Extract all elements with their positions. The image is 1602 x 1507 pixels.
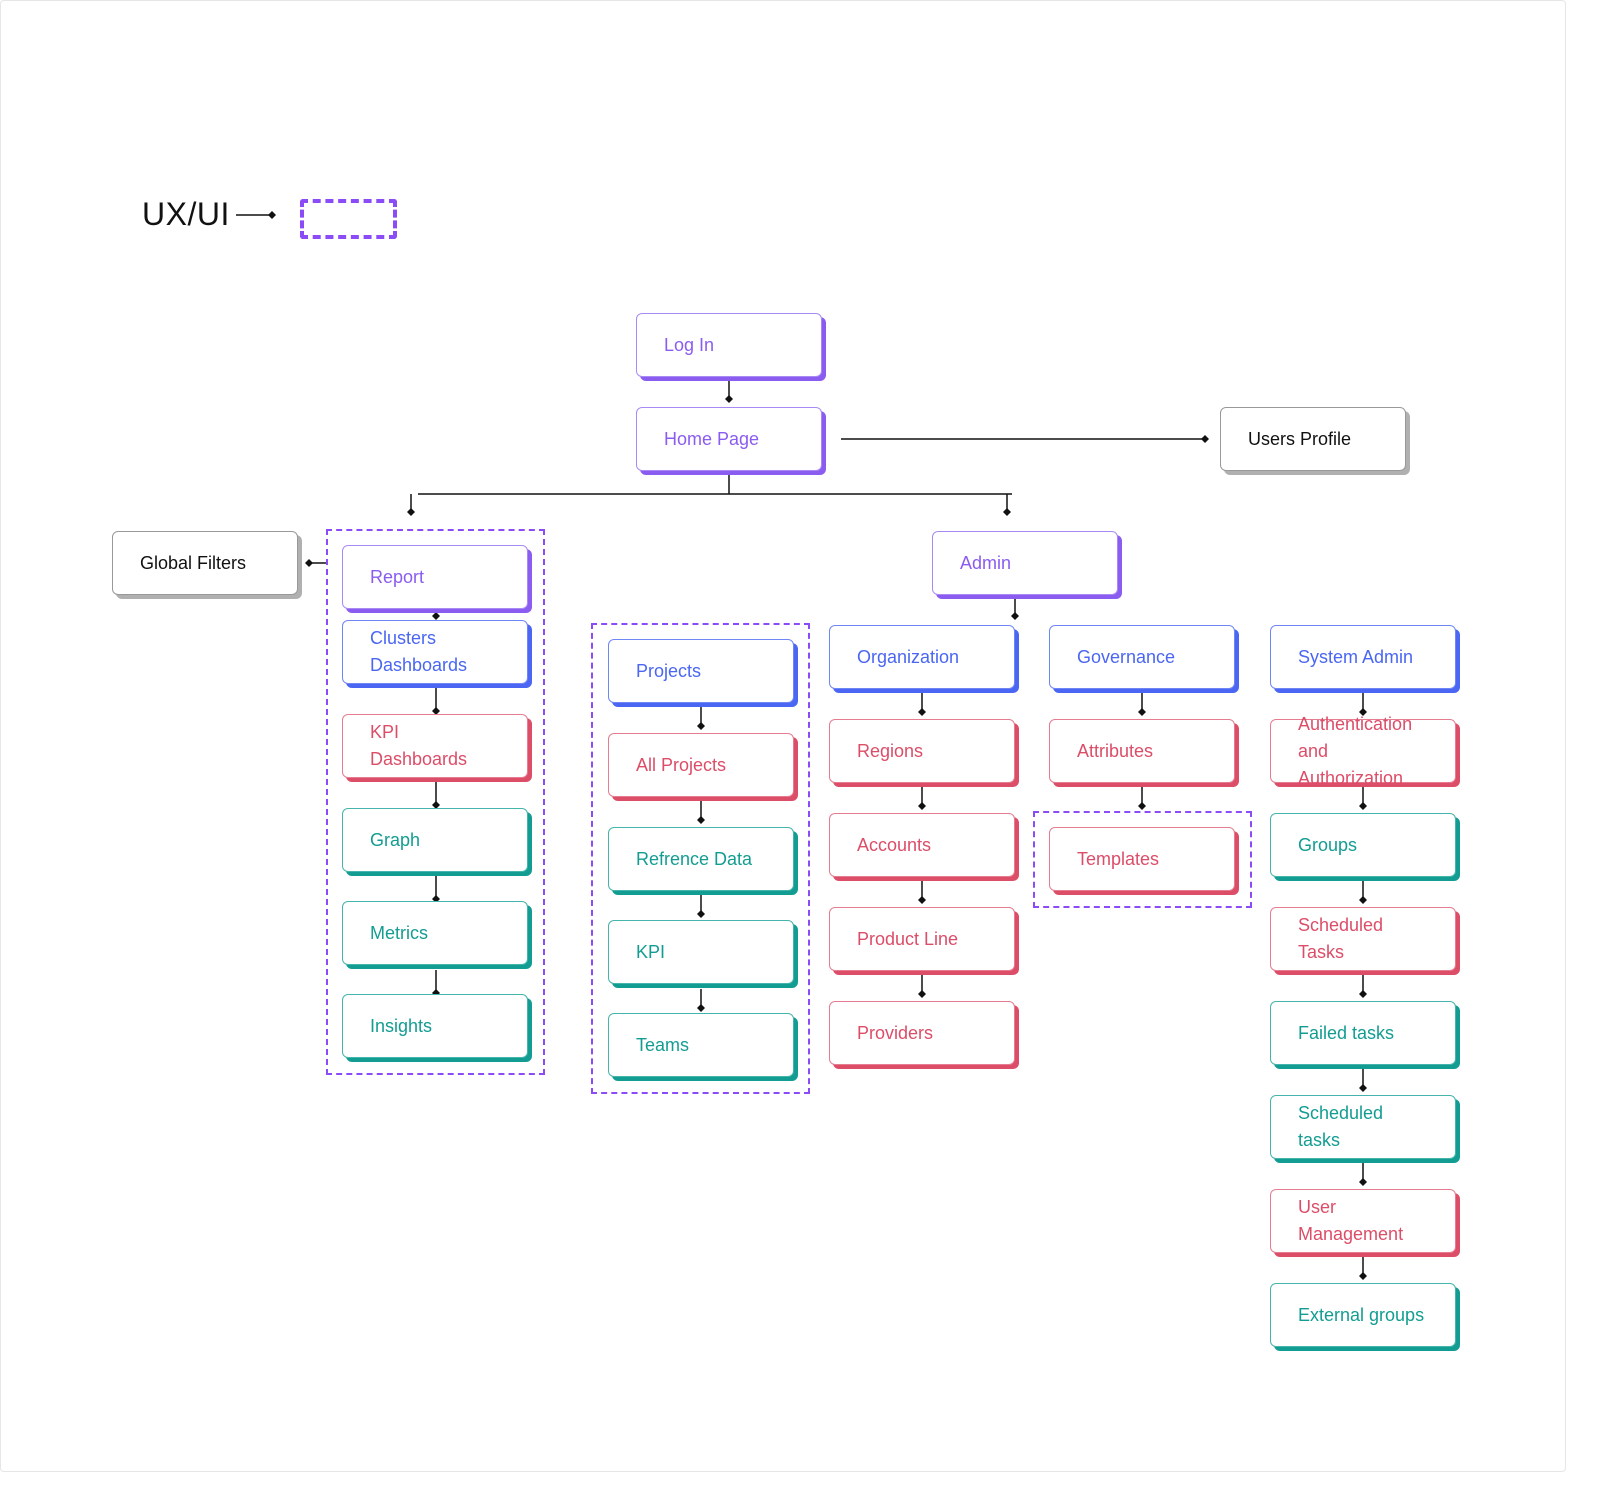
node-attributes[interactable]: Attributes bbox=[1049, 719, 1235, 783]
report-group bbox=[326, 529, 545, 1075]
node-failed-tasks[interactable]: Failed tasks bbox=[1270, 1001, 1456, 1065]
node-kpi[interactable]: KPI bbox=[608, 920, 794, 984]
node-all-projects[interactable]: All Projects bbox=[608, 733, 794, 797]
node-scheduled-tasks-lower[interactable]: Scheduled tasks bbox=[1270, 1095, 1456, 1159]
canvas-frame bbox=[0, 0, 1566, 1472]
legend-dashed-group-sample bbox=[300, 199, 397, 239]
node-accounts[interactable]: Accounts bbox=[829, 813, 1015, 877]
node-kpi-dashboards[interactable]: KPI Dashboards bbox=[342, 714, 528, 778]
projects-group bbox=[591, 623, 810, 1094]
node-templates[interactable]: Templates bbox=[1049, 827, 1235, 891]
node-global-filters[interactable]: Global Filters bbox=[112, 531, 298, 595]
node-graph[interactable]: Graph bbox=[342, 808, 528, 872]
node-metrics[interactable]: Metrics bbox=[342, 901, 528, 965]
node-providers[interactable]: Providers bbox=[829, 1001, 1015, 1065]
node-groups[interactable]: Groups bbox=[1270, 813, 1456, 877]
node-users-profile[interactable]: Users Profile bbox=[1220, 407, 1406, 471]
node-organization[interactable]: Organization bbox=[829, 625, 1015, 689]
legend-title: UX/UI bbox=[142, 196, 230, 232]
node-regions[interactable]: Regions bbox=[829, 719, 1015, 783]
node-projects[interactable]: Projects bbox=[608, 639, 794, 703]
node-teams[interactable]: Teams bbox=[608, 1013, 794, 1077]
node-scheduled-tasks-upper[interactable]: Scheduled Tasks bbox=[1270, 907, 1456, 971]
node-refrence-data[interactable]: Refrence Data bbox=[608, 827, 794, 891]
node-report[interactable]: Report bbox=[342, 545, 528, 609]
node-home-page[interactable]: Home Page bbox=[636, 407, 822, 471]
node-authentication-and-authorization[interactable]: Authentication and Authorization bbox=[1270, 714, 1456, 788]
templates-group bbox=[1033, 811, 1252, 908]
node-system-admin[interactable]: System Admin bbox=[1270, 625, 1456, 689]
node-external-groups[interactable]: External groups bbox=[1270, 1283, 1456, 1347]
node-product-line[interactable]: Product Line bbox=[829, 907, 1015, 971]
node-governance[interactable]: Governance bbox=[1049, 625, 1235, 689]
node-log-in[interactable]: Log In bbox=[636, 313, 822, 377]
node-clusters-dashboards[interactable]: Clusters Dashboards bbox=[342, 620, 528, 684]
node-admin[interactable]: Admin bbox=[932, 531, 1118, 595]
node-insights[interactable]: Insights bbox=[342, 994, 528, 1058]
node-user-management[interactable]: User Management bbox=[1270, 1189, 1456, 1253]
